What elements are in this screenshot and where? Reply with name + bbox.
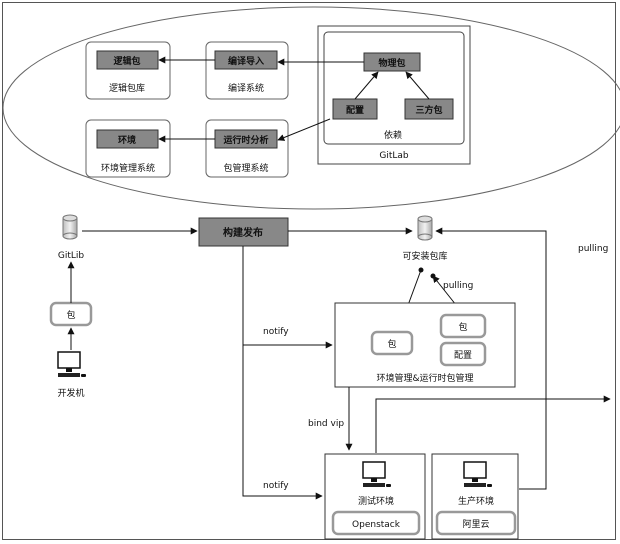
env-runtime-mgmt-label: 环境管理&运行时包管理: [376, 372, 473, 384]
compile-system-label: 编译系统: [228, 82, 264, 94]
installable-repo-label: 可安装包库: [402, 250, 447, 262]
openstack-label: Openstack: [352, 520, 401, 530]
notify-label-2: notify: [263, 481, 289, 491]
logic-package-repo-label: 逻辑包库: [109, 82, 145, 94]
physical-package-label: 物理包: [378, 57, 405, 69]
env-mgmt-system-label: 环境管理系统: [101, 162, 155, 174]
system-ellipse: [2, 6, 620, 210]
env-node: [96, 129, 159, 149]
aliyun-box: [435, 510, 517, 536]
dev-machine-label: 开发机: [57, 387, 84, 399]
prod-env-label: 生产环境: [458, 495, 494, 507]
third-party-label: 三方包: [415, 104, 442, 116]
prod-env-computer-icon: [463, 461, 492, 487]
build-release-label: 构建发布: [223, 226, 263, 239]
notify-label-1: notify: [263, 327, 289, 337]
test-env-label: 测试环境: [358, 495, 394, 507]
dependency-box: [323, 31, 465, 145]
runtime-analysis-label: 运行时分析: [223, 134, 268, 146]
gitlib-label: GitLib: [58, 251, 85, 261]
pulling-label-mid: pulling: [443, 281, 473, 291]
gitlab-label: GitLab: [379, 151, 409, 161]
compile-import-label: 编译导入: [228, 55, 264, 67]
arrow-notify-to-test-env: [242, 345, 323, 500]
em-config-label: 配置: [454, 350, 472, 361]
aliyun-label: 阿里云: [462, 519, 489, 530]
em-pkg-box-left: [370, 330, 414, 356]
pkg-mgmt-system-label: 包管理系统: [223, 162, 268, 174]
logic-package-label: 逻辑包: [112, 55, 140, 67]
logic-package-node: [96, 50, 159, 70]
diagram-frame: [2, 2, 616, 540]
arrow-test-env-pulling: [375, 395, 611, 453]
arrow-prod-pulling: [435, 227, 547, 490]
em-pkg-box-right: [439, 313, 487, 339]
env-label: 环境: [118, 134, 136, 146]
dev-machine-computer-icon: [57, 351, 86, 377]
pulling-label-right: pulling: [578, 244, 608, 254]
bind-vip-label: bind vip: [308, 419, 344, 429]
em-config-box: [439, 341, 487, 367]
dependency-label: 依赖: [384, 129, 402, 141]
em-pkg-label-left: 包: [387, 338, 396, 350]
arrow-dependency-to-runtime: [277, 118, 331, 141]
test-env-computer-icon: [362, 461, 391, 487]
openstack-box: [331, 510, 421, 536]
installable-repo-database-icon: [417, 215, 433, 241]
arrow-thirdparty-to-physical: [405, 71, 430, 100]
config-label: 配置: [346, 105, 364, 116]
em-pkg-label-right: 包: [458, 321, 467, 333]
dev-package-label: 包: [66, 309, 75, 321]
build-release-node: [198, 217, 289, 247]
arrow-config-to-physical: [354, 71, 379, 100]
gitlib-database-icon: [62, 214, 78, 240]
